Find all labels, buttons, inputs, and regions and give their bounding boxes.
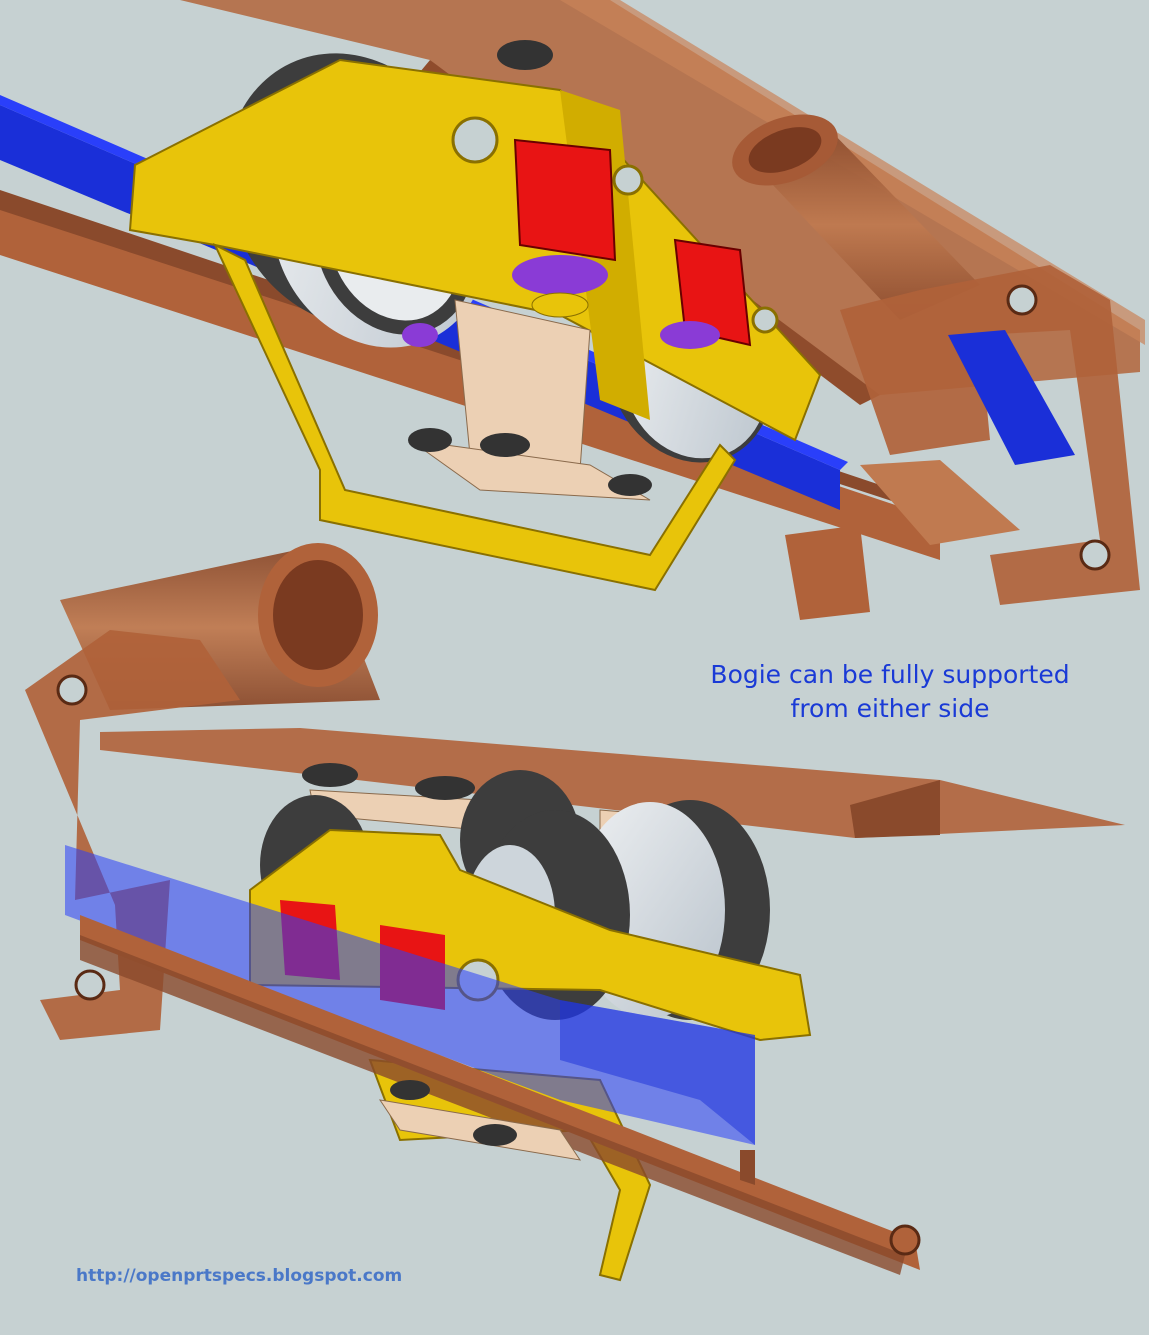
top-view-figure [0, 0, 1145, 620]
top-magnet-front [673, 238, 752, 347]
bottom-rail-bracket [25, 630, 240, 1040]
footer-url[interactable]: http://openprtspecs.blogspot.com [76, 1266, 403, 1286]
top-pivot-bearings [402, 255, 720, 349]
bottom-power-rail [65, 845, 755, 1145]
bottom-upper-rail [100, 728, 1125, 838]
caption-line-1: Bogie can be fully supported [710, 660, 1070, 689]
bottom-slider [378, 1080, 582, 1161]
caption-line-2: from either side [790, 694, 990, 723]
top-support-tube [732, 114, 980, 320]
caption-text: Bogie can be fully supported from either… [690, 658, 1090, 726]
top-rail-bracket [785, 265, 1140, 620]
top-magnet-rear [513, 138, 617, 262]
bottom-view-figure [25, 543, 1125, 1282]
bottom-lower-rail [80, 915, 921, 1275]
top-guide-rollers [408, 40, 652, 501]
